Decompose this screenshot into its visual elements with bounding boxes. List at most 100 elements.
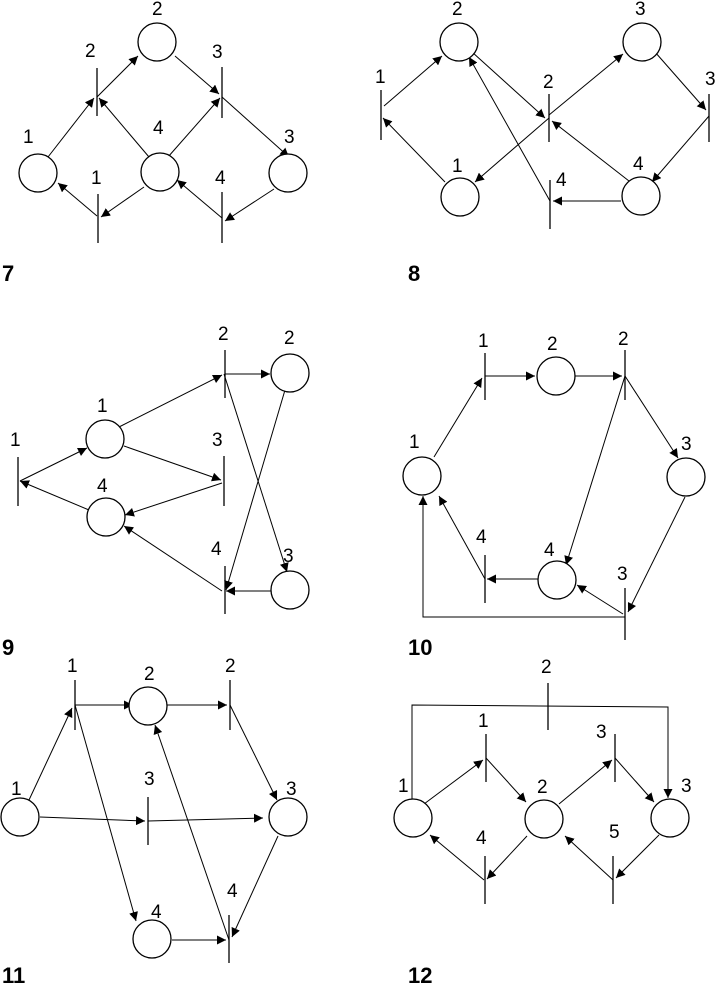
place-4 bbox=[537, 560, 577, 600]
place-2 bbox=[270, 353, 310, 393]
arc bbox=[28, 707, 73, 801]
arc bbox=[224, 389, 286, 591]
transition-label: 1 bbox=[91, 168, 102, 189]
place-label: 1 bbox=[452, 156, 463, 177]
arc bbox=[558, 759, 613, 805]
petri-net-9: 2 1 4 3 2 1 3 4 9 bbox=[2, 324, 310, 660]
place-3 bbox=[650, 798, 690, 838]
arc bbox=[123, 525, 223, 592]
petri-net-7: 1 2 4 3 2 3 1 4 7 bbox=[2, 0, 308, 286]
arc bbox=[382, 117, 446, 183]
arc bbox=[485, 757, 527, 803]
place-label: 2 bbox=[452, 0, 463, 20]
arc bbox=[74, 704, 138, 922]
transition-label: 5 bbox=[609, 822, 620, 843]
place-label: 3 bbox=[635, 0, 646, 20]
place-1 bbox=[85, 419, 125, 459]
place-4 bbox=[132, 919, 172, 959]
arc bbox=[423, 759, 484, 805]
transition-label: 4 bbox=[476, 828, 487, 849]
place-1 bbox=[18, 153, 58, 193]
arc bbox=[100, 186, 145, 218]
place-label: 4 bbox=[544, 540, 555, 561]
diagram-number: 10 bbox=[408, 635, 432, 660]
transition-label: 4 bbox=[211, 539, 222, 560]
arc bbox=[433, 377, 483, 458]
place-2 bbox=[128, 686, 168, 726]
place-label: 4 bbox=[97, 476, 108, 497]
diagram-number: 7 bbox=[2, 261, 14, 286]
place-1 bbox=[440, 177, 480, 217]
transition-label: 4 bbox=[556, 170, 567, 191]
place-label: 1 bbox=[23, 127, 34, 148]
arc bbox=[468, 56, 551, 202]
transition-label: 4 bbox=[227, 881, 238, 902]
place-label: 2 bbox=[152, 0, 163, 20]
place-label: 1 bbox=[11, 779, 22, 800]
place-label: 3 bbox=[284, 127, 295, 148]
arc bbox=[57, 182, 98, 217]
arc bbox=[564, 375, 626, 566]
arc bbox=[229, 704, 278, 801]
arc bbox=[231, 835, 279, 938]
arc bbox=[627, 496, 686, 613]
arc bbox=[39, 816, 146, 826]
place-3 bbox=[270, 570, 310, 610]
arc bbox=[223, 373, 289, 573]
arc bbox=[429, 834, 485, 881]
place-1 bbox=[393, 798, 433, 838]
transition-label: 2 bbox=[541, 657, 552, 678]
arc bbox=[654, 51, 707, 111]
transition-label: 2 bbox=[543, 72, 554, 93]
place-2 bbox=[536, 356, 576, 396]
place-2 bbox=[137, 22, 177, 62]
place-label: 2 bbox=[284, 328, 295, 349]
arc bbox=[167, 97, 221, 158]
place-1 bbox=[0, 797, 40, 837]
arc bbox=[438, 495, 486, 580]
transition-label: 3 bbox=[705, 69, 716, 90]
arc bbox=[548, 53, 624, 116]
transition-label: 3 bbox=[617, 564, 628, 585]
arc bbox=[19, 480, 90, 511]
transition-label: 2 bbox=[225, 656, 236, 677]
transition-label: 1 bbox=[10, 430, 21, 451]
place-label: 3 bbox=[681, 434, 692, 455]
diagram-number: 12 bbox=[408, 963, 432, 986]
transition-label: 4 bbox=[476, 527, 487, 548]
place-4 bbox=[621, 176, 661, 216]
place-label: 1 bbox=[409, 432, 420, 453]
arc bbox=[383, 55, 443, 107]
transition-label: 3 bbox=[212, 42, 223, 63]
arc bbox=[615, 834, 660, 879]
arc bbox=[411, 704, 673, 800]
transition-label: 3 bbox=[144, 769, 155, 790]
transition-label: 1 bbox=[375, 67, 386, 88]
place-3 bbox=[666, 457, 706, 497]
place-label: 4 bbox=[153, 118, 164, 139]
arc bbox=[624, 375, 679, 459]
transition-label: 2 bbox=[85, 41, 96, 62]
transition-label: 2 bbox=[618, 329, 629, 350]
place-3 bbox=[268, 797, 308, 837]
transition-label: 1 bbox=[478, 331, 489, 352]
place-4 bbox=[86, 497, 126, 537]
place-label: 3 bbox=[286, 779, 297, 800]
diagram-number: 8 bbox=[408, 261, 420, 286]
petri-net-12: 1 2 3 2 1 3 4 5 12 bbox=[393, 657, 692, 986]
place-label: 2 bbox=[144, 664, 155, 685]
place-label: 3 bbox=[681, 776, 692, 797]
arc bbox=[221, 96, 290, 158]
place-2 bbox=[439, 22, 479, 62]
arc bbox=[96, 55, 139, 98]
place-3 bbox=[622, 22, 662, 62]
transition-label: 3 bbox=[596, 722, 607, 743]
place-4 bbox=[140, 152, 180, 192]
place-label: 2 bbox=[537, 777, 548, 798]
petri-net-11: 2 1 3 4 1 2 3 4 11 bbox=[0, 656, 308, 986]
arc bbox=[147, 813, 264, 823]
arc bbox=[564, 835, 614, 881]
arc bbox=[576, 584, 624, 615]
place-label: 4 bbox=[151, 902, 162, 923]
transition-label: 4 bbox=[215, 168, 226, 189]
